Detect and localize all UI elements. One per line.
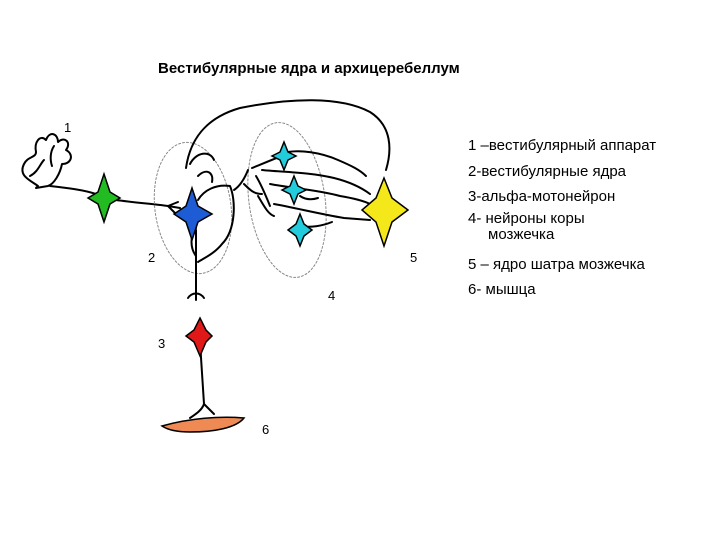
legend-item-6: 6- мышца (468, 281, 536, 298)
vestibular-nuclei-region (153, 141, 233, 275)
cortex-neuron-3 (286, 211, 314, 249)
cortex-neuron-2 (280, 173, 308, 207)
legend-item-4: 4- нейроны коры (468, 209, 585, 227)
cerebellar-cortex-region (247, 122, 327, 278)
cortex-neuron-1 (270, 139, 298, 173)
legend-item-4-cont: мозжечка (488, 225, 555, 243)
ganglion-neuron (86, 171, 122, 225)
legend-item-1: 1 –вестибулярный аппарат (468, 137, 657, 154)
label-6: 6 (262, 422, 269, 437)
label-1: 1 (64, 120, 71, 135)
muscle (160, 416, 246, 433)
label-3: 3 (158, 336, 165, 351)
label-5: 5 (410, 250, 417, 265)
vestibular-apparatus (21, 133, 72, 189)
fastigial-nucleus-neuron (360, 175, 410, 249)
diagram-title: Вестибулярные ядра и архицеребеллум (158, 60, 460, 77)
label-2: 2 (148, 250, 155, 265)
legend: 1 –вестибулярный аппарат 2-вестибулярные… (468, 133, 656, 303)
legend-item-2: 2-вестибулярные ядра (468, 162, 627, 180)
loop-fiber (185, 99, 391, 171)
label-4: 4 (328, 288, 335, 303)
legend-item-3: 3-альфа-мотонейрон (468, 188, 616, 205)
legend-item-5: 5 – ядро шатра мозжечка (468, 255, 645, 273)
afferent-fiber-1 (49, 185, 97, 195)
motoneuron (184, 316, 214, 358)
vestibular-nucleus-neuron (172, 185, 214, 243)
